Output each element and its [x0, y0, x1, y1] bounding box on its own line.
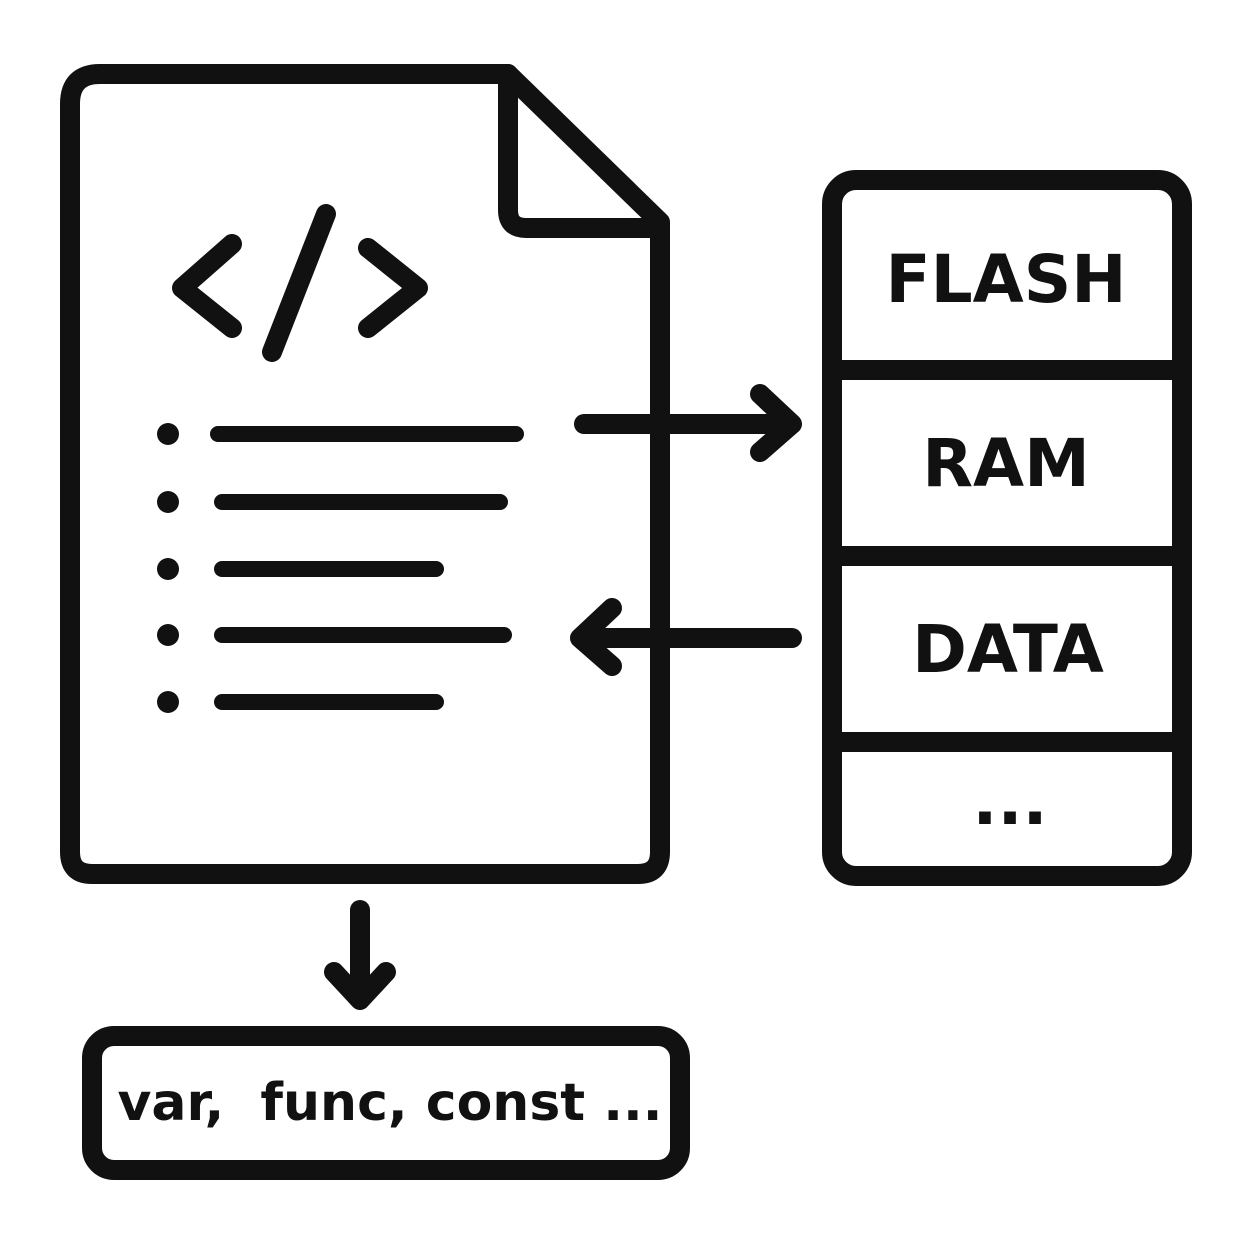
arrow-from-memory-icon [570, 598, 802, 676]
list-bullet [157, 624, 179, 646]
list-bullet [157, 558, 179, 580]
memory-segment-more: ... [972, 763, 1047, 840]
list-bullet [157, 423, 179, 445]
memory-segment-data: DATA [912, 611, 1104, 688]
arrow-to-memory-icon [574, 384, 802, 462]
output-box-outline [82, 1026, 690, 1180]
file-corner-fold [498, 64, 670, 238]
memory-block-outline [822, 170, 1192, 886]
memory-segment-flash: FLASH [886, 241, 1127, 318]
list-bullet [157, 691, 179, 713]
output-box: var, func, const ... [82, 1026, 690, 1180]
file-outline [60, 64, 670, 884]
list-bullet [157, 491, 179, 513]
output-box-label: var, func, const ... [117, 1073, 662, 1133]
code-lines [157, 423, 524, 713]
source-file-icon [60, 64, 670, 884]
memory-segment-ram: RAM [922, 425, 1090, 502]
code-brackets-icon [172, 204, 428, 362]
arrow-down-icon [324, 900, 396, 1010]
memory-block: FLASH RAM DATA ... [822, 170, 1192, 886]
